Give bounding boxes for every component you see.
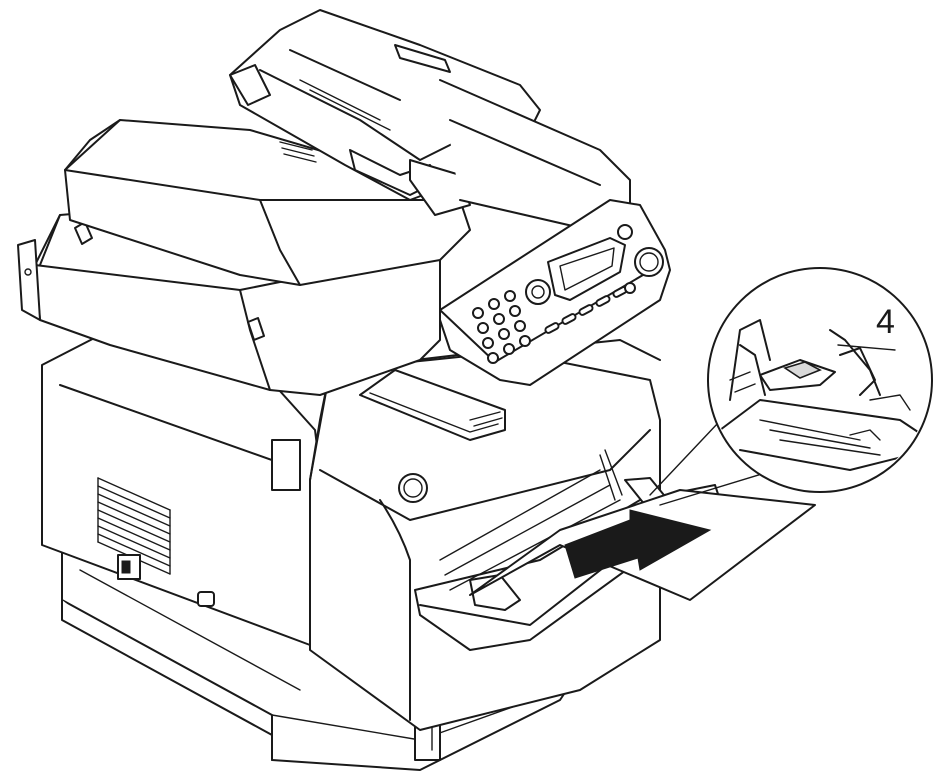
speaker-dots (279, 141, 317, 163)
feed-direction-arrow (564, 509, 712, 579)
printer-body-front (309, 339, 661, 731)
control-panel (439, 199, 671, 386)
nav-pad[interactable] (525, 279, 551, 305)
function-keys[interactable] (544, 286, 628, 334)
front-button (398, 473, 428, 503)
lcd-display (547, 237, 626, 301)
document-feeder (64, 9, 631, 286)
zoom-detail-circle: 4 (649, 267, 933, 506)
callout-number: 4 (876, 303, 895, 341)
start-button[interactable] (634, 247, 664, 277)
numeric-keypad[interactable] (472, 290, 531, 364)
panel-button-small[interactable] (617, 224, 633, 240)
printer-body-left (41, 329, 321, 646)
